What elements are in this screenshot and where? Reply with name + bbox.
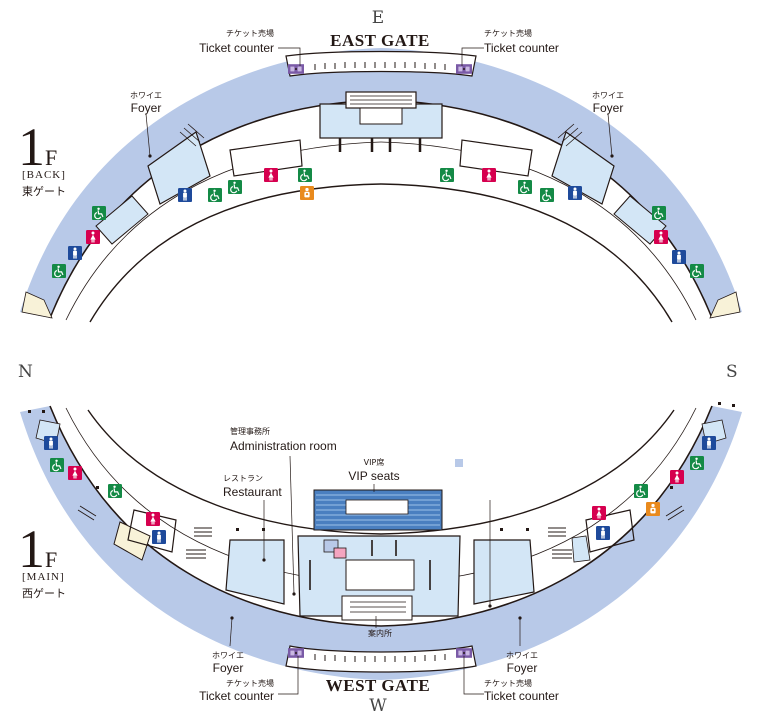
- west-female-restroom-icon: [592, 506, 606, 520]
- east-ticket-right-en: Ticket counter: [484, 41, 559, 55]
- east-foyer-left-en: Foyer: [130, 101, 162, 115]
- west-male-restroom-icon: [44, 436, 58, 450]
- east-foyer-right-jp: ホワイエ: [592, 91, 624, 100]
- main-floor-letter: F: [45, 547, 58, 572]
- east-ticket-right-jp: チケット売場: [484, 29, 532, 38]
- main-floor-tag: [MAIN]: [22, 571, 65, 583]
- west-foyer-left-en: Foyer: [212, 661, 244, 675]
- west-male-restroom-icon: [596, 526, 610, 540]
- east-female-restroom-icon: [482, 168, 496, 182]
- west-foyer-right-jp: ホワイエ: [506, 651, 538, 660]
- east-wheelchair-icon: [208, 188, 222, 202]
- west-wheelchair-icon: [690, 456, 704, 470]
- east-corner-room-right: [709, 291, 741, 319]
- west-foyer-left-jp: ホワイエ: [212, 651, 244, 660]
- main-floor-plan: [20, 402, 742, 695]
- east-corner-room-left: [21, 291, 53, 319]
- west-gate-label: WEST GATE: [325, 676, 431, 695]
- east-male-restroom-icon: [672, 250, 686, 264]
- east-concourse: [20, 48, 742, 318]
- restaurant-room: [225, 539, 285, 605]
- east-left-rooms: [229, 139, 303, 177]
- main-floor-title: 1F: [18, 522, 57, 576]
- compass-north-label: N: [18, 362, 33, 382]
- east-foyer-left-jp: ホワイエ: [130, 91, 162, 100]
- compass-east-label: E: [371, 8, 385, 28]
- east-wheelchair-icon: [690, 264, 704, 278]
- west-nursing-room-icon: [646, 502, 660, 516]
- east-ticket-booth-left-icon: [288, 64, 304, 74]
- info-desk-jp: 案内所: [368, 629, 392, 638]
- east-ticket-left-jp: チケット売場: [226, 29, 274, 38]
- west-wheelchair-icon: [634, 484, 648, 498]
- main-floor-number: 1: [18, 519, 45, 579]
- restaurant-en: Restaurant: [223, 485, 282, 499]
- east-wheelchair-icon: [228, 180, 242, 194]
- east-right-rooms: [459, 139, 533, 177]
- main-floor-subtitle: 西ゲート: [22, 587, 66, 600]
- west-foyer-right-en: Foyer: [506, 661, 538, 675]
- east-female-restroom-icon: [264, 168, 278, 182]
- back-floor-number: 1: [18, 117, 45, 177]
- admin-room-jp: 管理事務所: [230, 427, 270, 436]
- east-male-restroom-icon: [68, 246, 82, 260]
- west-male-restroom-icon: [152, 530, 166, 544]
- west-inner-line: [87, 409, 675, 535]
- east-inner-line: [89, 183, 673, 323]
- east-female-restroom-icon: [654, 230, 668, 244]
- west-ticket-booth-left-icon: [288, 648, 304, 658]
- west-wheelchair-icon: [50, 458, 64, 472]
- east-wheelchair-icon: [440, 168, 454, 182]
- east-foyer-room-right: [551, 131, 615, 205]
- west-female-restroom-icon: [146, 512, 160, 526]
- vip-seats-en: VIP seats: [348, 469, 400, 483]
- west-ticket-left-en: Ticket counter: [199, 689, 274, 703]
- west-male-restroom-icon: [702, 436, 716, 450]
- west-concourse: [20, 406, 742, 680]
- back-floor-title: 1F: [18, 120, 57, 174]
- east-wheelchair-icon: [540, 188, 554, 202]
- west-female-restroom-icon: [670, 470, 684, 484]
- east-wheelchair-icon: [52, 264, 66, 278]
- east-male-restroom-icon: [178, 188, 192, 202]
- east-male-restroom-icon: [568, 186, 582, 200]
- east-nursing-room-icon: [300, 186, 314, 200]
- west-right-room: [473, 539, 535, 605]
- east-female-restroom-icon: [86, 230, 100, 244]
- east-gate-label: EAST GATE: [330, 31, 430, 50]
- back-floor-subtitle: 東ゲート: [22, 185, 66, 198]
- back-floor-plan: [20, 47, 742, 323]
- back-floor-letter: F: [45, 145, 58, 170]
- east-gate-building: [285, 50, 477, 77]
- west-female-restroom-icon: [68, 466, 82, 480]
- east-foyer-room-left: [147, 131, 211, 205]
- east-wheelchair-icon: [652, 206, 666, 220]
- west-wheelchair-icon: [108, 484, 122, 498]
- east-foyer-right-en: Foyer: [592, 101, 624, 115]
- west-gate-building: [285, 645, 477, 673]
- west-ticket-right-jp: チケット売場: [484, 679, 532, 688]
- restaurant-jp: レストラン: [223, 474, 263, 483]
- east-wheelchair-icon: [518, 180, 532, 194]
- west-ticket-left-jp: チケット売場: [226, 679, 274, 688]
- vip-seats-jp: VIP席: [363, 458, 385, 467]
- east-wheelchair-icon: [92, 206, 106, 220]
- compass-south-label: S: [726, 362, 738, 382]
- east-wheelchair-icon: [298, 168, 312, 182]
- east-ticket-booth-right-icon: [456, 64, 472, 74]
- admin-room-en: Administration room: [230, 439, 337, 453]
- back-floor-tag: [BACK]: [22, 169, 66, 181]
- east-ticket-left-en: Ticket counter: [199, 41, 274, 55]
- west-ticket-right-en: Ticket counter: [484, 689, 559, 703]
- compass-west-label: W: [369, 696, 387, 716]
